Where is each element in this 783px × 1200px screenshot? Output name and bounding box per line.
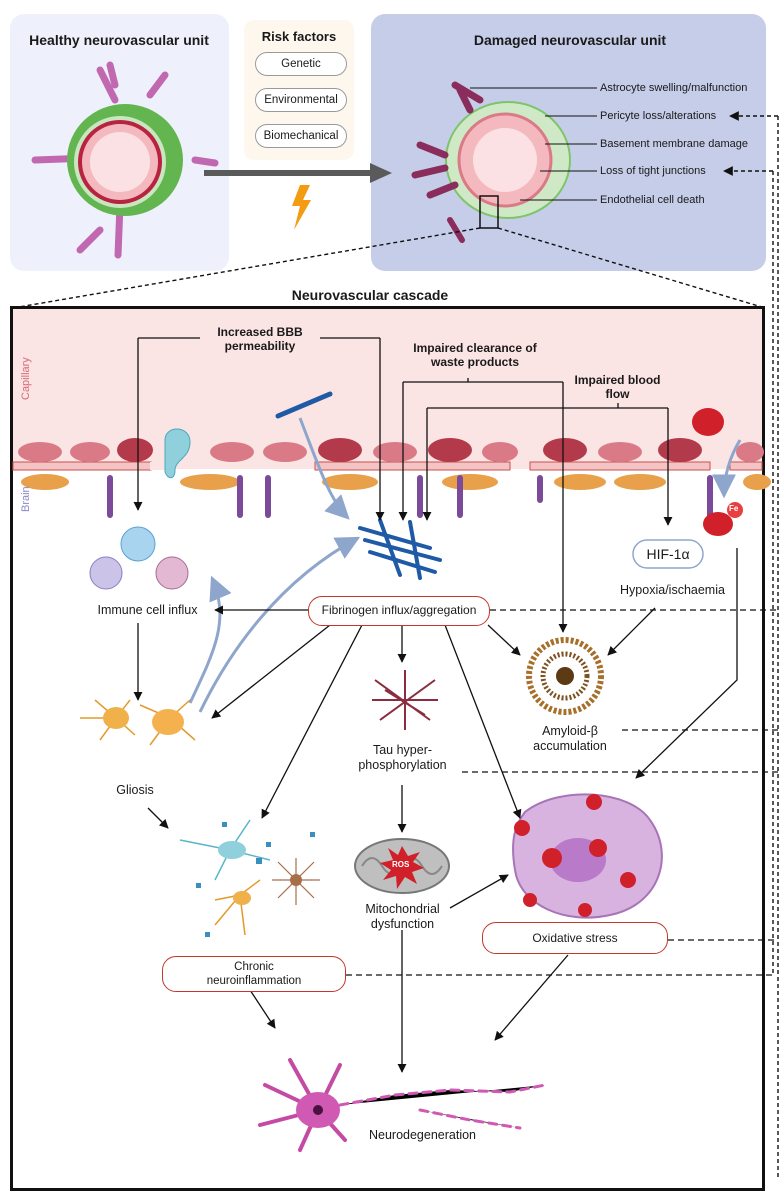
node-immune: Immune cell influx [97, 603, 198, 617]
label-pericyte: Pericyte loss/alterations [600, 110, 717, 122]
capillary-wall [12, 438, 771, 518]
cascade-title: Neurovascular cascade [291, 287, 449, 303]
node-mito-1: Mitochondrial [365, 902, 440, 916]
node-tau-1: Tau hyper- [372, 743, 433, 757]
node-hypoxia: Hypoxia/ischaemia [620, 583, 725, 597]
healthy-vessel-illustration [31, 61, 219, 259]
label-basement: Basement membrane damage [600, 138, 748, 150]
node-mito-2: dysfunction [370, 917, 435, 931]
node-oxidative: Oxidative stress [482, 922, 668, 954]
damaged-title: Damaged neurovascular unit [473, 32, 667, 48]
risk-environmental: Environmental [255, 88, 347, 112]
node-chronic-1: Chronic [234, 961, 274, 973]
damaged-vessel-illustration [411, 81, 571, 243]
fe-label: Fe [729, 504, 739, 513]
healthy-title: Healthy neurovascular unit [29, 32, 209, 48]
node-chronic: Chronic neuroinflammation [162, 956, 346, 992]
label-astrocyte: Astrocyte swelling/malfunction [600, 82, 748, 94]
label-tight-junctions: Loss of tight junctions [600, 165, 706, 177]
node-fibrinogen: Fibrinogen influx/aggregation [308, 596, 490, 626]
risk-genetic: Genetic [255, 52, 347, 76]
risk-title: Risk factors [261, 29, 337, 44]
risk-biomechanical: Biomechanical [255, 124, 347, 148]
lightning-icon [292, 185, 311, 230]
header-clearance: Impaired clearance of waste products [400, 341, 550, 369]
node-amyloid-1: Amyloid-β [542, 724, 598, 738]
header-bbb: Increased BBB permeability [200, 325, 320, 353]
node-chronic-2: neuroinflammation [206, 975, 302, 987]
damaged-panel [371, 14, 766, 271]
node-neurodegeneration: Neurodegeneration [368, 1128, 477, 1142]
node-gliosis: Gliosis [116, 783, 154, 797]
node-amyloid-2: accumulation [533, 739, 607, 753]
header-blood-flow: Impaired blood flow [565, 373, 670, 401]
ros-label: ROS [392, 860, 410, 869]
node-hif: HIF-1α [646, 546, 690, 562]
zone-brain-label: Brain [20, 486, 32, 512]
zone-capillary-label: Capillary [20, 357, 32, 400]
node-tau-2: phosphorylation [358, 758, 447, 772]
label-endothelial: Endothelial cell death [600, 194, 705, 206]
